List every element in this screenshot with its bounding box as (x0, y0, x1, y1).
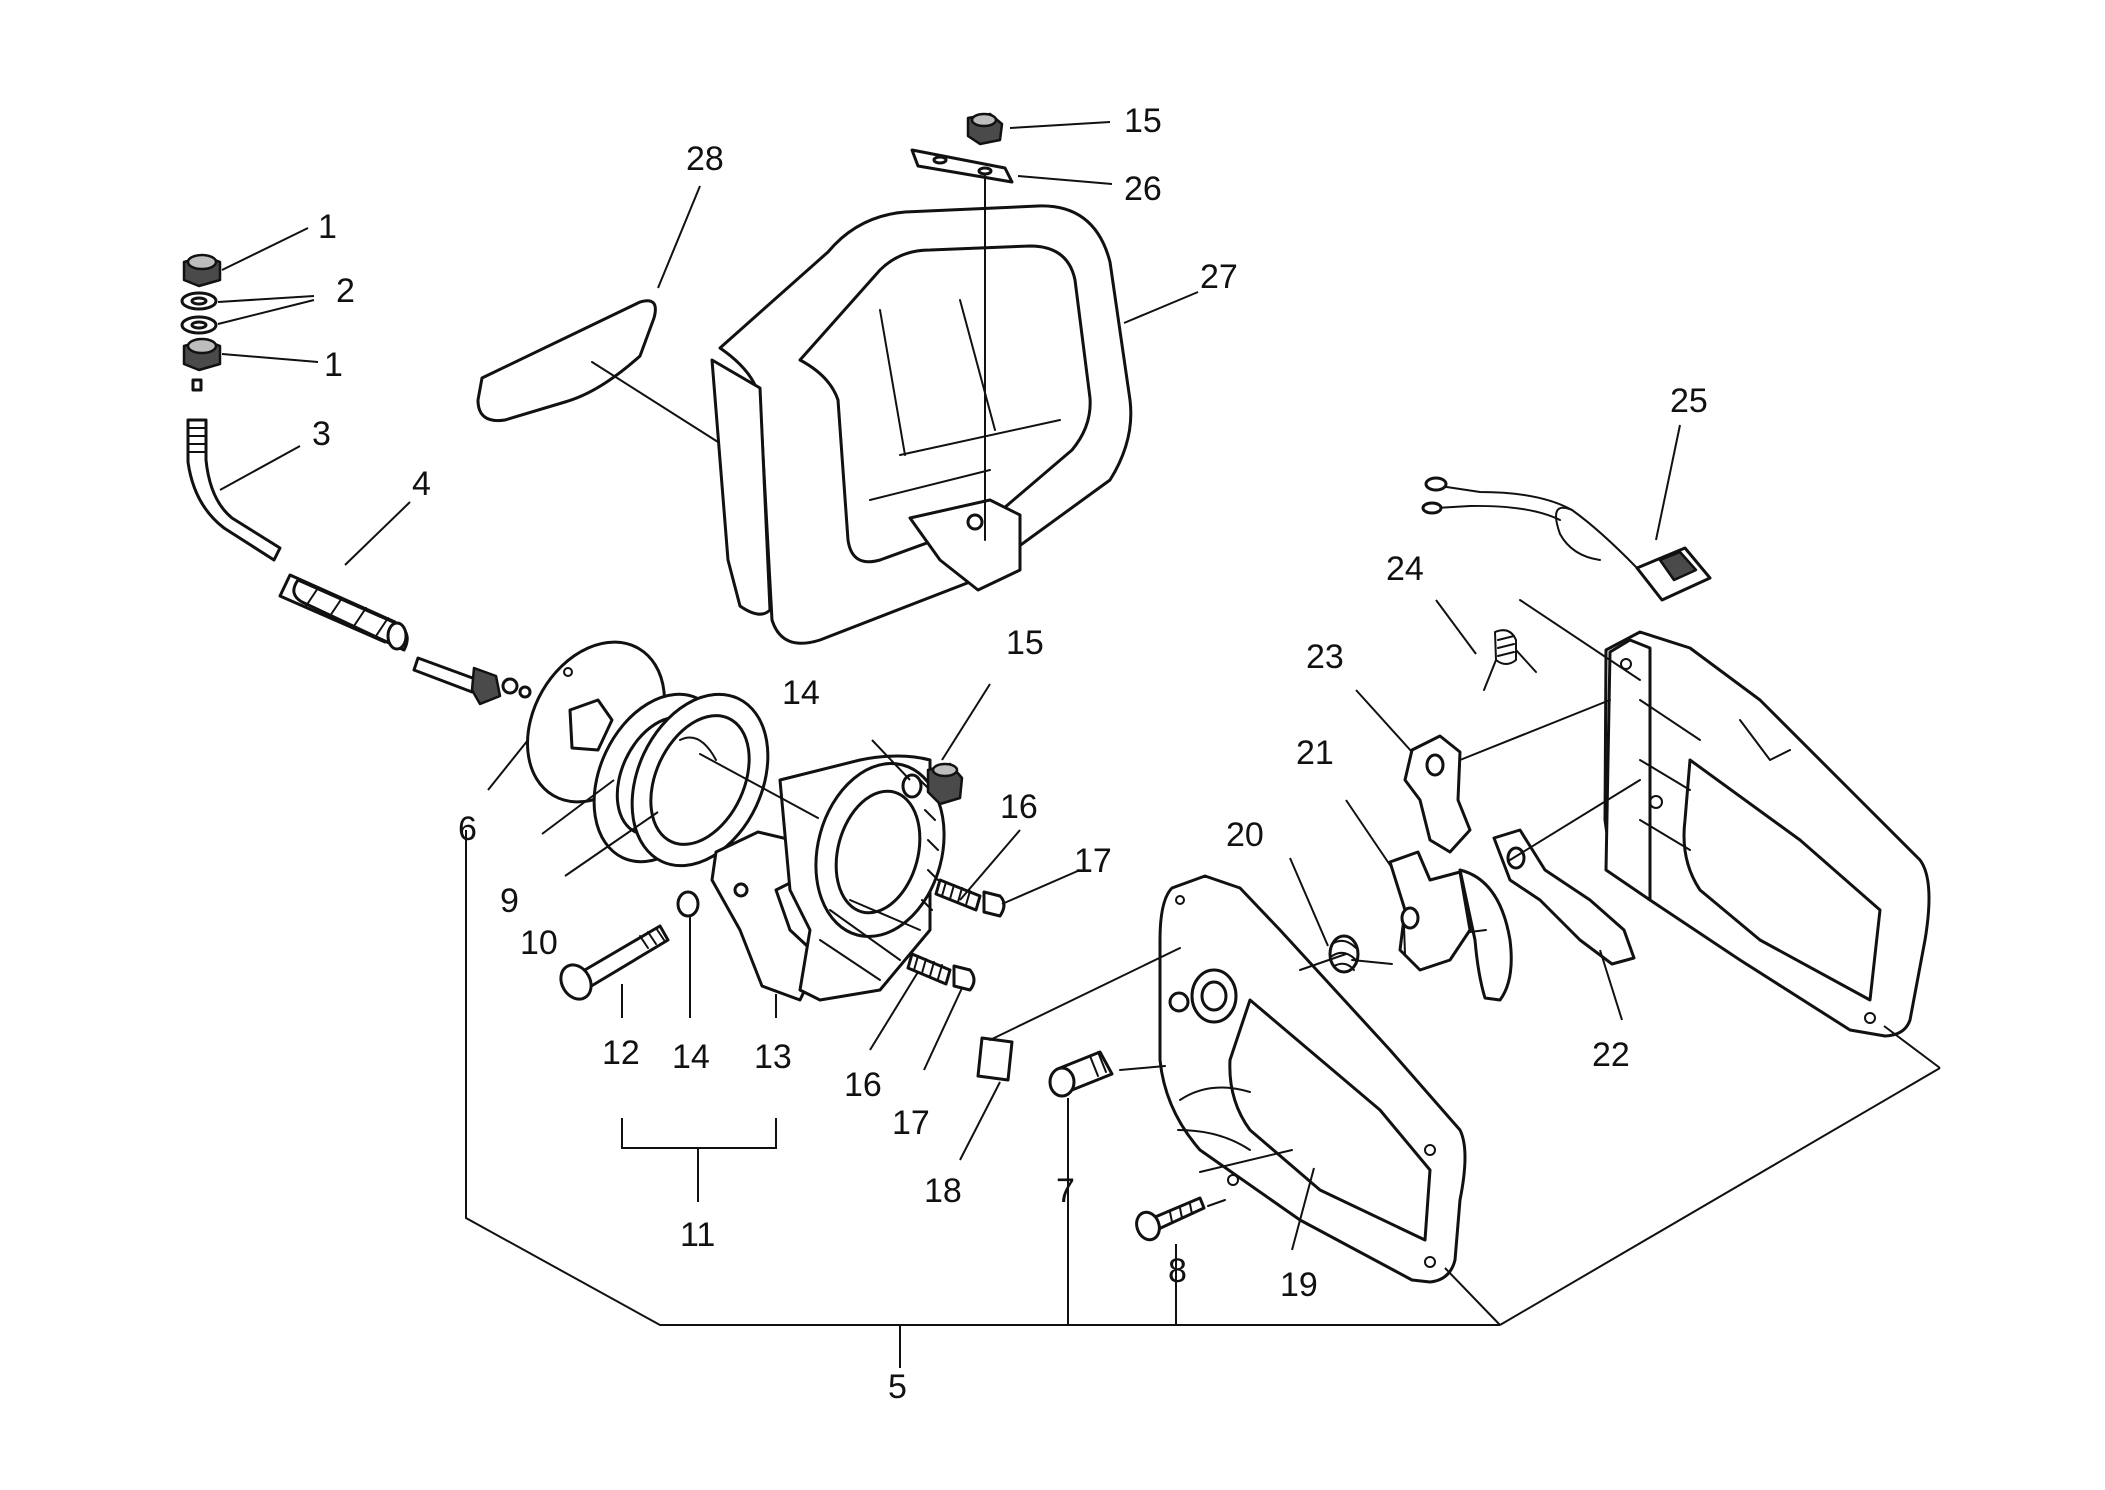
rear-handle-housing (1603, 630, 1931, 1038)
part-25-stop-switch (1421, 476, 1712, 602)
callout-9: 9 (500, 882, 519, 920)
part-23-lever (1403, 734, 1472, 854)
callout-15-top: 15 (1124, 102, 1162, 140)
callout-14-lower: 14 (672, 1038, 710, 1076)
part-20-spring (1328, 934, 1393, 974)
part-21-brake-lever (1388, 850, 1513, 1002)
part-15-top-nut (966, 112, 1004, 146)
callout-5: 5 (888, 1368, 907, 1406)
part-1-nut-bottom (182, 337, 222, 372)
callout-14-upper: 14 (782, 674, 820, 712)
callout-16-upper: 16 (1000, 788, 1038, 826)
callout-24: 24 (1386, 550, 1424, 588)
callout-17-lower: 17 (892, 1104, 930, 1142)
callout-labels: 1 1 2 3 4 5 6 7 8 9 10 11 12 13 14 14 15… (312, 102, 1708, 1406)
callout-11: 11 (680, 1216, 715, 1254)
part-15-nut-middle (926, 762, 964, 806)
callout-26: 26 (1124, 170, 1162, 208)
part-10-seal-ring (630, 692, 770, 868)
callout-3: 3 (312, 415, 331, 453)
part-14-washer-lower (676, 890, 700, 918)
callout-6: 6 (458, 810, 477, 848)
callout-leaders (217, 121, 1681, 1251)
callout-19: 19 (1280, 1266, 1318, 1304)
part-27-front-handle (710, 204, 1133, 645)
part-14-washer-upper (901, 773, 923, 799)
part-4-rubber-sleeve (278, 573, 409, 652)
side-cover-housing (1158, 874, 1467, 1284)
part-12-bolt (559, 924, 670, 1001)
part-3-bent-rod (186, 378, 282, 562)
part-17-cap-lower (952, 964, 976, 992)
callout-21: 21 (1296, 734, 1334, 772)
part-1-nut-top (182, 253, 222, 288)
part-7-fitting (1048, 1050, 1114, 1098)
part-28-grip-pad (476, 299, 657, 423)
callout-2: 2 (336, 272, 355, 310)
callout-16-lower: 16 (844, 1066, 882, 1104)
part-16-spring-upper (934, 878, 982, 912)
assembly-reference-lines (591, 361, 1641, 1207)
part-2-washer-top (180, 291, 218, 311)
part-8-screw (1135, 1196, 1206, 1242)
part-16-spring-lower (906, 952, 952, 986)
callout-22: 22 (1592, 1036, 1630, 1074)
callout-1-upper: 1 (318, 208, 337, 246)
callout-12: 12 (602, 1034, 640, 1072)
callout-4: 4 (412, 465, 431, 503)
part-18-label (976, 1036, 1014, 1082)
callout-27: 27 (1200, 258, 1238, 296)
part-2-washer-bottom (180, 315, 218, 335)
callout-15-middle: 15 (1006, 624, 1044, 662)
callout-23: 23 (1306, 638, 1344, 676)
part-24-spring (1483, 629, 1537, 691)
callout-18: 18 (924, 1172, 962, 1210)
callout-17-upper: 17 (1074, 842, 1112, 880)
callout-8: 8 (1168, 1252, 1187, 1290)
callout-7: 7 (1056, 1172, 1075, 1210)
part-17-cap-upper (982, 890, 1006, 918)
callout-1-lower: 1 (324, 346, 343, 384)
callout-28: 28 (686, 140, 724, 178)
callout-25: 25 (1670, 382, 1708, 420)
part-26-plate (910, 148, 1014, 184)
callout-13: 13 (754, 1038, 792, 1076)
callout-20: 20 (1226, 816, 1264, 854)
assembly-brackets (465, 830, 1941, 1368)
part-3-lower-stud (412, 656, 532, 706)
callout-10: 10 (520, 924, 558, 962)
